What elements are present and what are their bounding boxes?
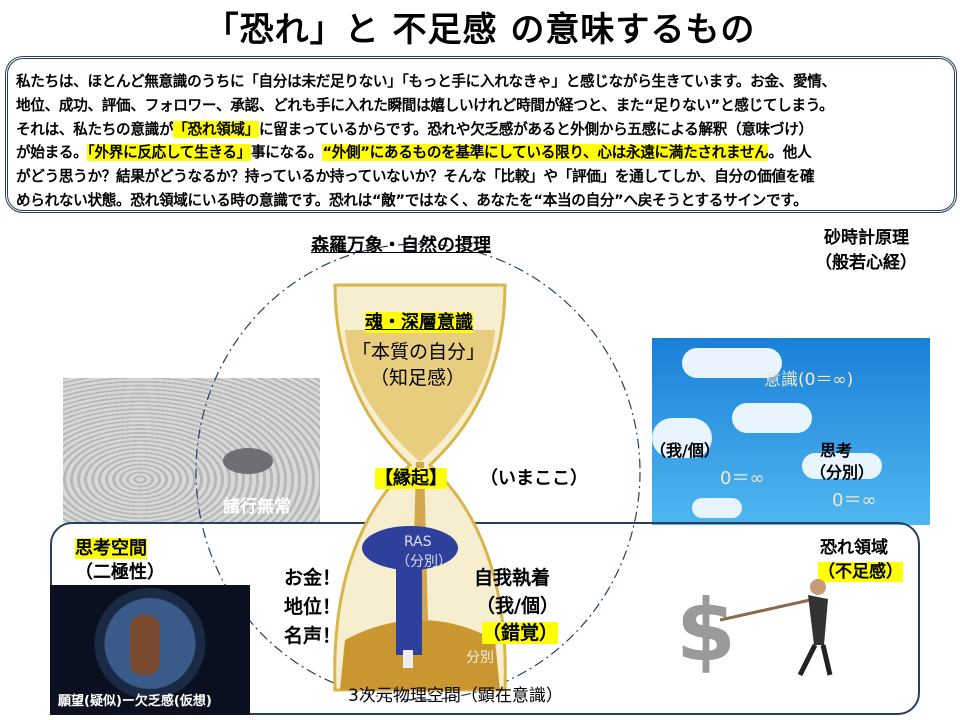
soul-text: 魂・深層意識: [365, 312, 473, 333]
illusion-text: （錯覚）: [482, 622, 559, 644]
intro-line: が始まる。「外界に反応して生きる」事になる。“外側”にあるものを基準にしている限…: [16, 141, 950, 165]
hourglass-principle-sub: （般若心経）: [815, 253, 917, 273]
discrimination-label: （分別）: [810, 463, 875, 482]
intro-line: められない状態。恐れ領域にいる時の意識です。恐れは“敵”ではなく、あなたを“本当…: [16, 191, 808, 209]
money-label: お金！: [284, 567, 342, 589]
intro-text-box: 私たちは、ほとんど無意識のうちに「自分は未だ足りない」「もっと手に入れなきゃ」と…: [5, 56, 957, 213]
duality-label: （二極性）: [75, 562, 165, 583]
sand-top: [345, 330, 495, 462]
fame-label: 名声！: [284, 625, 342, 647]
nature-label: 森羅万象・自然の摂理: [311, 235, 491, 256]
engi-text: 【縁起】: [375, 468, 447, 489]
sky-image: 意識(0＝∞) （我/個） 0＝∞ 思考 （分別） 0＝∞: [652, 338, 930, 525]
intro-line: それは、私たちの意識が「恐れ領域」に留まっているからです。恐れや欠乏感があると外…: [16, 118, 950, 142]
engi-label: 【縁起】: [375, 466, 447, 491]
intro-line: 地位、成功、評価、フォロワー、承認、どれも手に入れた瞬間は嬉しいけれど時間が経つ…: [16, 96, 834, 114]
cloud: [652, 418, 712, 458]
intro-line: がどう思うか？結果がどうなるか？持っているか持っていないか？そんな「比較」や「評…: [16, 168, 815, 186]
text: に留まっているからです。恐れや欠乏感があると外側から五感による解釈（意味づけ）: [259, 120, 813, 138]
lack-label: （不足感）: [818, 560, 903, 585]
woman-figure: [130, 615, 160, 675]
consciousness-label: 意識(0＝∞): [764, 370, 854, 390]
thought-space-text: 思考空間: [75, 538, 147, 559]
thought-space-label: 思考空間: [75, 536, 147, 561]
girl-legs: [403, 650, 413, 668]
true-self-label: 「本質の自分」: [352, 341, 486, 363]
stone: [223, 448, 273, 474]
ras-sub-label: （分別）: [396, 554, 452, 570]
ego-label: 自我執着: [474, 567, 551, 589]
ras-label: RAS: [404, 534, 432, 550]
fear-zone-label: 恐れ領域: [820, 538, 888, 558]
highlight: “外側”にあるものを基準にしている限り、心は永遠に満たされません: [322, 144, 769, 162]
desire-label: 願望(疑似)ー欠乏感(仮想): [58, 694, 212, 709]
contentment-label: （知足感）: [370, 367, 466, 389]
thought-label: 思考: [820, 441, 853, 460]
impermanence-label: 諸行無常: [223, 497, 291, 517]
soul-label: 魂・深層意識: [365, 310, 473, 335]
text: が始まる。: [16, 144, 88, 162]
highlight-fear-zone: 「恐れ領域」: [173, 120, 259, 138]
self-label: （我/個）: [652, 441, 720, 460]
text: それは、私たちの意識が: [16, 120, 174, 138]
text: 事になる。: [250, 144, 323, 162]
lack-text: （不足感）: [818, 562, 903, 582]
hourglass-principle-label: 砂時計原理: [824, 228, 909, 248]
here-now-label: （いまここ）: [480, 468, 588, 489]
zero-infinity-label: 0＝∞: [720, 468, 765, 489]
ego-sub-label: （我/個）: [476, 595, 559, 617]
page-title: 「恐れ」と 不足感 の意味するもの: [204, 10, 756, 50]
nature-circle: [195, 243, 641, 701]
cloud: [692, 498, 742, 518]
zero-infinity-label: 0＝∞: [832, 490, 877, 511]
girl-figure: [396, 560, 422, 655]
text: 。他人: [768, 144, 812, 162]
dollar-sign-icon: $: [676, 581, 736, 681]
cloud: [802, 453, 882, 479]
cloud: [682, 348, 782, 378]
status-label: 地位！: [284, 596, 342, 618]
cloud: [732, 403, 812, 433]
zen-garden-image: 諸行無常: [63, 378, 320, 523]
intro-line: 私たちは、ほとんど無意識のうちに「自分は未だ足りない」「もっと手に入れなきゃ」と…: [16, 73, 836, 90]
highlight: 「外界に反応して生きる」: [87, 144, 251, 162]
umbrella: [362, 526, 458, 570]
man-pulling-rope: [720, 579, 833, 677]
hamster-wheel-image: 願望(疑似)ー欠乏感(仮想): [50, 585, 250, 715]
sand-discrimination-label: 分別: [466, 650, 494, 666]
physical-space-label: 3次元物理空間（顕在意識）: [348, 686, 563, 706]
illusion-label: （錯覚）: [482, 621, 559, 646]
